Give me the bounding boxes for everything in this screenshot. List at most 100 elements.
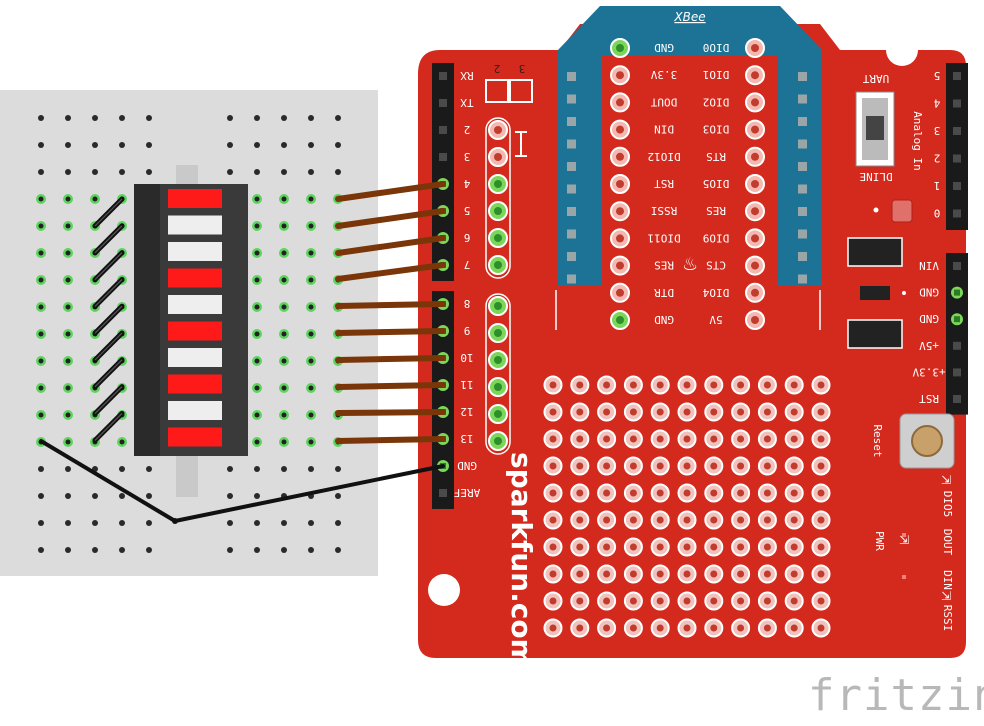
breadboard-hole	[308, 466, 314, 472]
header-pin	[953, 127, 961, 135]
proto-hole	[683, 516, 691, 524]
xbee-right-pin-label: RES	[706, 204, 726, 217]
xbee-right-pin-label: DIO2	[703, 95, 730, 108]
proto-hole	[737, 624, 745, 632]
breadboard-hole	[146, 520, 152, 526]
proto-hole	[817, 624, 825, 632]
header-pin-label: 7	[464, 258, 471, 271]
proto-hole	[629, 624, 637, 632]
breadboard-hole-pin	[308, 250, 314, 256]
jumper-wire-highlight	[94, 305, 123, 334]
proto-hole	[710, 543, 718, 551]
breadboard-hole	[308, 547, 314, 553]
xbee-side-pad	[798, 72, 807, 81]
mounting-hole	[886, 34, 918, 66]
proto-hole	[629, 543, 637, 551]
proto-hole	[629, 489, 637, 497]
header-strip	[432, 291, 454, 509]
header-pin	[953, 341, 961, 350]
header-pin-label: 4	[463, 177, 470, 190]
regulator	[847, 237, 903, 267]
header-pin-label: GND	[919, 286, 939, 299]
header-pin	[953, 154, 961, 163]
proto-hole	[737, 381, 745, 389]
proto-hole	[790, 381, 798, 389]
header-strip	[946, 253, 968, 415]
proto-hole	[549, 570, 557, 578]
xbee-left-pin-label: DIN	[654, 123, 674, 136]
breadboard-hole-pin	[254, 358, 260, 364]
pin-hole	[751, 316, 759, 324]
xbee-left-pin-label: RES	[654, 259, 674, 272]
breadboard-hole	[146, 493, 152, 499]
analog-in-label: Analog In	[911, 111, 924, 171]
header-pin-label: 5	[934, 69, 941, 82]
pin-hole	[616, 98, 624, 107]
xbee-left-pin-label: DOUT	[650, 95, 677, 108]
mounting-hole	[428, 574, 460, 606]
jumper-pad	[509, 79, 533, 103]
xbee-side-pad	[798, 139, 807, 149]
pin-hole	[494, 356, 502, 364]
header-strip	[432, 63, 454, 281]
proto-hole	[790, 516, 798, 524]
breadboard-hole	[281, 547, 287, 553]
jumper-wire-highlight	[94, 412, 123, 441]
pin-hole	[494, 410, 502, 418]
reset-button[interactable]: Reset	[871, 413, 955, 469]
breadboard	[0, 90, 378, 576]
proto-hole	[576, 381, 584, 389]
status-led-label: DOUT	[941, 529, 954, 556]
xbee-label: XBee	[673, 10, 705, 24]
xbee-left-pin-label: DTR	[654, 286, 674, 299]
breadboard-hole-pin	[281, 358, 287, 364]
reset-button-cap[interactable]	[911, 425, 943, 457]
signal-wire	[335, 262, 446, 282]
jumper-wire-highlight	[94, 252, 123, 281]
xbee-side-pad	[798, 94, 807, 104]
proto-hole	[576, 408, 584, 416]
pin-hole	[494, 383, 502, 391]
breadboard-hole	[38, 466, 44, 472]
xbee-left-pin-label: DIO11	[647, 231, 680, 244]
proto-hole	[710, 489, 718, 497]
silk-dot	[873, 207, 879, 213]
breadboard-hole	[92, 547, 98, 553]
proto-hole	[737, 597, 745, 605]
header-pin-label: +3.3V	[912, 365, 945, 378]
jumper-wire-highlight	[94, 386, 123, 415]
breadboard-hole	[65, 493, 71, 499]
pin-hole	[494, 329, 502, 337]
header-pin-label: VIN	[919, 259, 939, 272]
breadboard-hole	[227, 466, 233, 472]
bar-graph-segment	[168, 295, 222, 314]
proto-hole	[576, 462, 584, 470]
proto-hole	[737, 408, 745, 416]
xbee-side-pad	[567, 184, 576, 194]
xbee-side-pad	[798, 162, 807, 171]
breadboard-hole	[281, 169, 287, 175]
breadboard-hole-pin	[308, 277, 314, 283]
proto-hole	[576, 543, 584, 551]
breadboard-hole-pin	[119, 439, 125, 445]
signal-wire	[335, 355, 446, 363]
breadboard-hole	[38, 142, 44, 148]
pad-outline	[485, 117, 511, 279]
breadboard-hole	[254, 466, 260, 472]
breadboard-hole-pin	[38, 331, 44, 337]
header-pin-label: 9	[464, 324, 471, 337]
jumper-wire-highlight	[94, 332, 123, 361]
breadboard-hole	[38, 115, 44, 121]
xbee-left-pin-label: GND	[654, 41, 674, 54]
header-pin-label: 11	[460, 378, 473, 391]
breadboard-hole	[119, 547, 125, 553]
proto-hole	[737, 543, 745, 551]
proto-hole	[629, 597, 637, 605]
jumper-label-2: 2	[494, 62, 501, 75]
breadboard-hole	[227, 142, 233, 148]
proto-hole	[603, 543, 611, 551]
switch-knob[interactable]	[866, 116, 884, 140]
breadboard-hole	[254, 547, 260, 553]
signal-wire	[335, 181, 446, 202]
